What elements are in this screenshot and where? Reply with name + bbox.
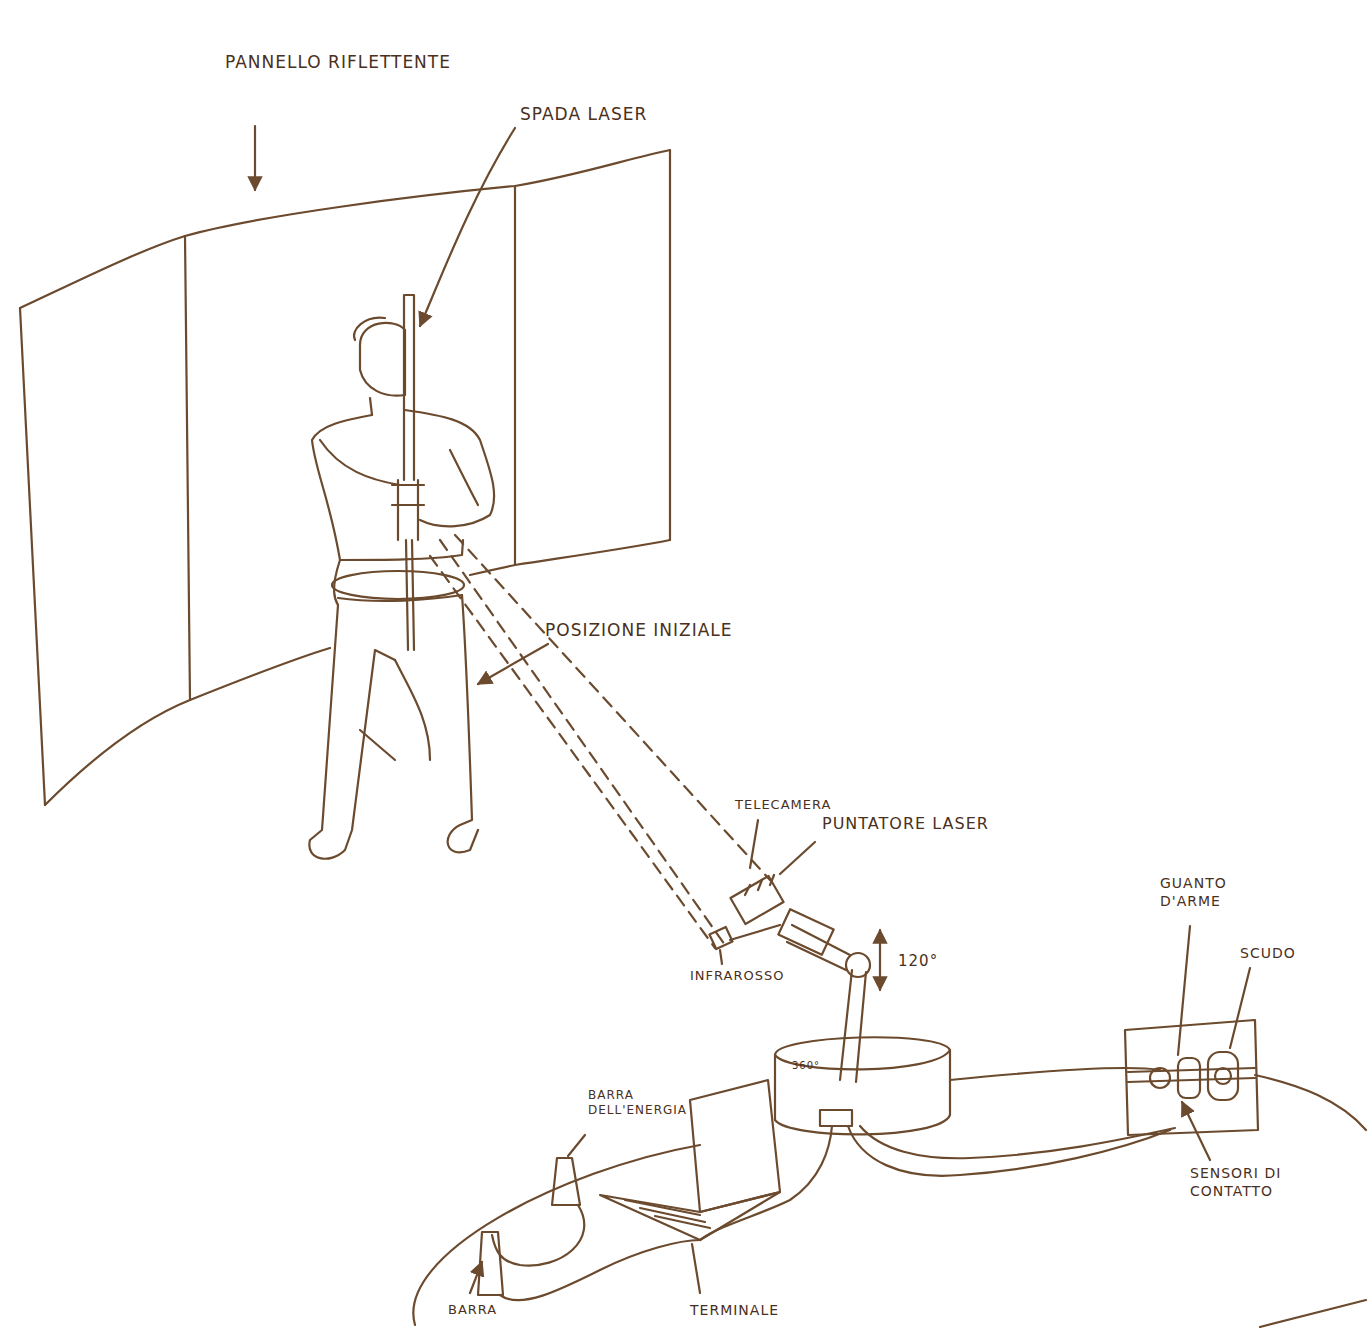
gauntlet-shield-box	[1125, 1020, 1258, 1135]
annotation-label: SCUDO	[1240, 945, 1296, 963]
energy-bar-tower	[478, 1158, 580, 1295]
reflective-panel	[20, 150, 670, 805]
annotation-label: PUNTATORE LASER	[822, 814, 989, 834]
robot-arm	[709, 875, 950, 1134]
annotation-label: BARRA DELL'ENERGIA	[588, 1088, 708, 1118]
annotation-label: BARRA	[448, 1302, 497, 1318]
annotation-label: TELECAMERA	[735, 797, 831, 813]
annotation-label: SPADA LASER	[520, 104, 647, 125]
annotation-label: 120°	[898, 952, 938, 971]
leader-line	[255, 126, 1250, 1293]
annotation-label: GUANTO D'ARME	[1160, 875, 1240, 910]
annotation-label: 360°	[792, 1060, 820, 1073]
annotation-label: POSIZIONE INIZIALE	[545, 620, 733, 641]
sensor-beams	[430, 535, 770, 948]
laser-sword	[404, 295, 414, 650]
annotation-label: PANNELLO RIFLETTENTE	[225, 52, 451, 73]
annotation-label: INFRAROSSO	[690, 968, 784, 984]
floor-outline	[413, 1068, 1366, 1327]
player-figure	[309, 318, 494, 859]
annotation-label: TERMINALE	[690, 1302, 779, 1320]
cable	[492, 1126, 1175, 1300]
annotation-label: SENSORI DI CONTATTO	[1190, 1165, 1340, 1200]
